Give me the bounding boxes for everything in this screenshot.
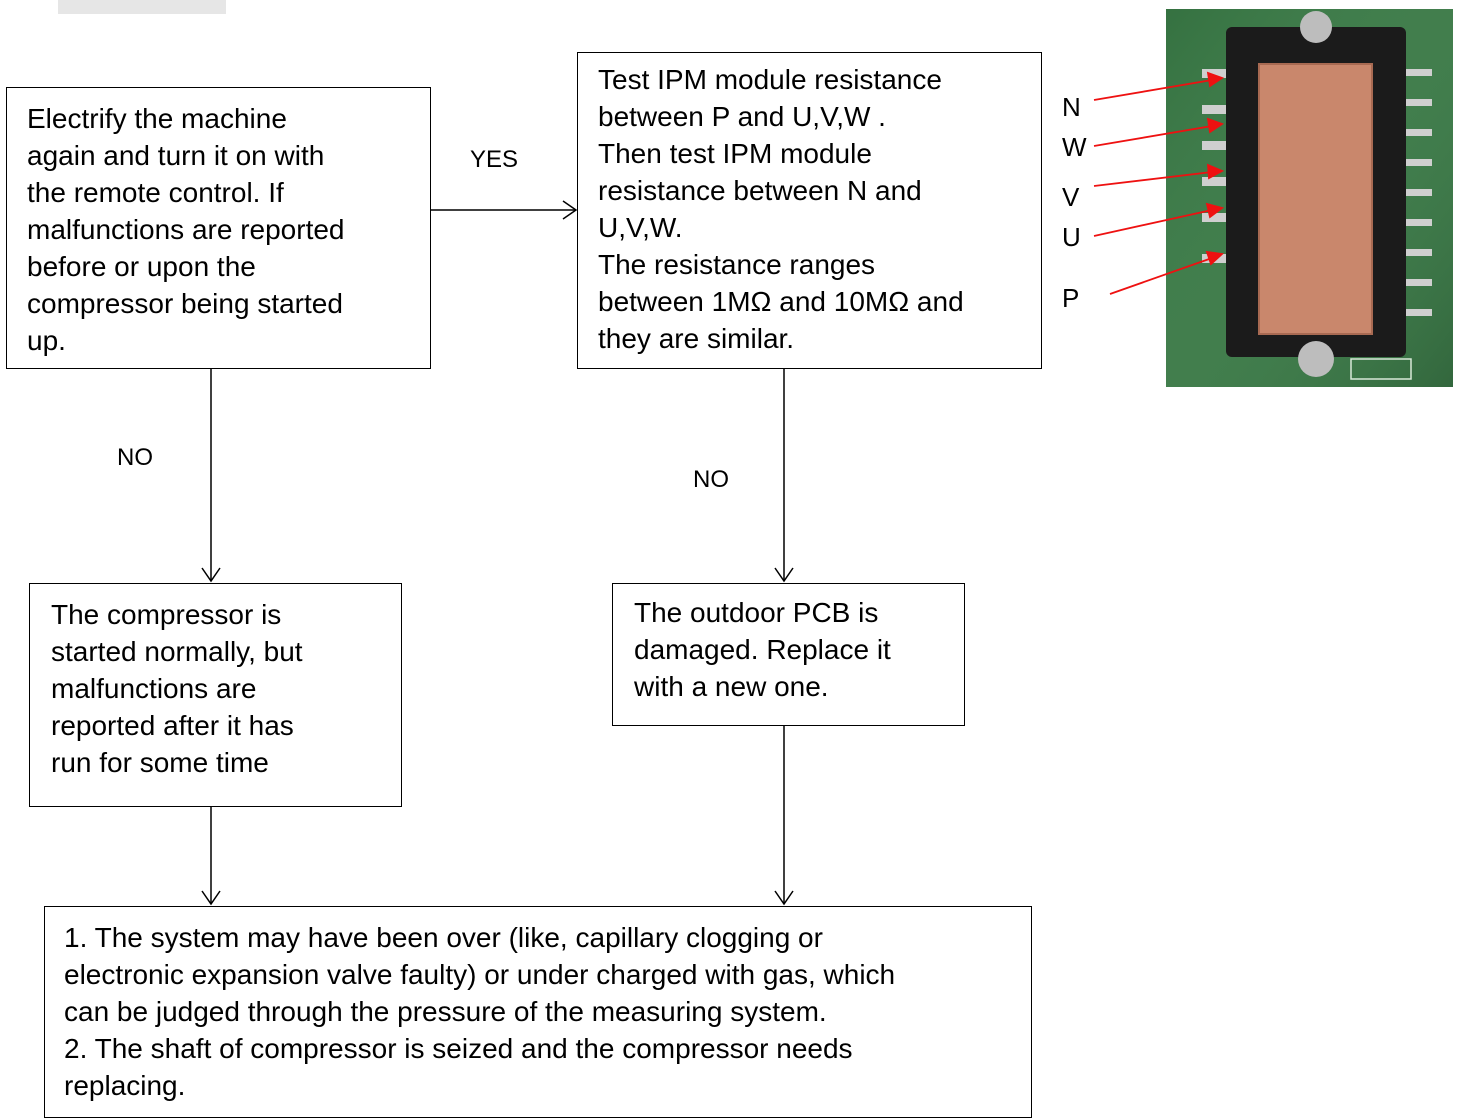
pin-label-n: N (1062, 92, 1081, 122)
pin-label-u: U (1062, 222, 1081, 252)
no-label-left: NO (117, 444, 153, 471)
bottom-mount-hole (1298, 341, 1334, 377)
ipm-module-photo (1166, 9, 1453, 387)
pin-label-w: W (1062, 132, 1087, 162)
left-pins (1202, 69, 1238, 263)
conclusion-box: 1. The system may have been over (like, … (44, 906, 1032, 1118)
pcb-damaged-box: The outdoor PCB is damaged. Replace it w… (612, 583, 965, 726)
pin-label-p: P (1062, 283, 1080, 313)
compressor-started-text: The compressor is started normally, but … (51, 599, 303, 778)
pin-label-v: V (1062, 182, 1080, 212)
copper-heatsink (1259, 64, 1372, 334)
test-ipm-text: Test IPM module resistance between P and… (598, 64, 964, 354)
pointer-w (1093, 125, 1213, 147)
start-text: Electrify the machine again and turn it … (27, 103, 345, 356)
start-box: Electrify the machine again and turn it … (6, 87, 431, 369)
yes-label: YES (470, 146, 519, 173)
pointer-v (1093, 171, 1213, 187)
right-pins (1398, 69, 1432, 316)
conclusion-text: 1. The system may have been over (like, … (64, 922, 896, 1101)
pointer-p (1109, 257, 1213, 295)
test-ipm-box: Test IPM module resistance between P and… (577, 52, 1042, 369)
pointer-u (1093, 209, 1213, 237)
no-label-right: NO (693, 466, 729, 493)
header-tab (58, 0, 226, 14)
compressor-started-box: The compressor is started normally, but … (29, 583, 402, 807)
pcb-damaged-text: The outdoor PCB is damaged. Replace it w… (634, 597, 891, 702)
pointer-n (1093, 79, 1213, 101)
top-mount-hole (1300, 11, 1332, 43)
